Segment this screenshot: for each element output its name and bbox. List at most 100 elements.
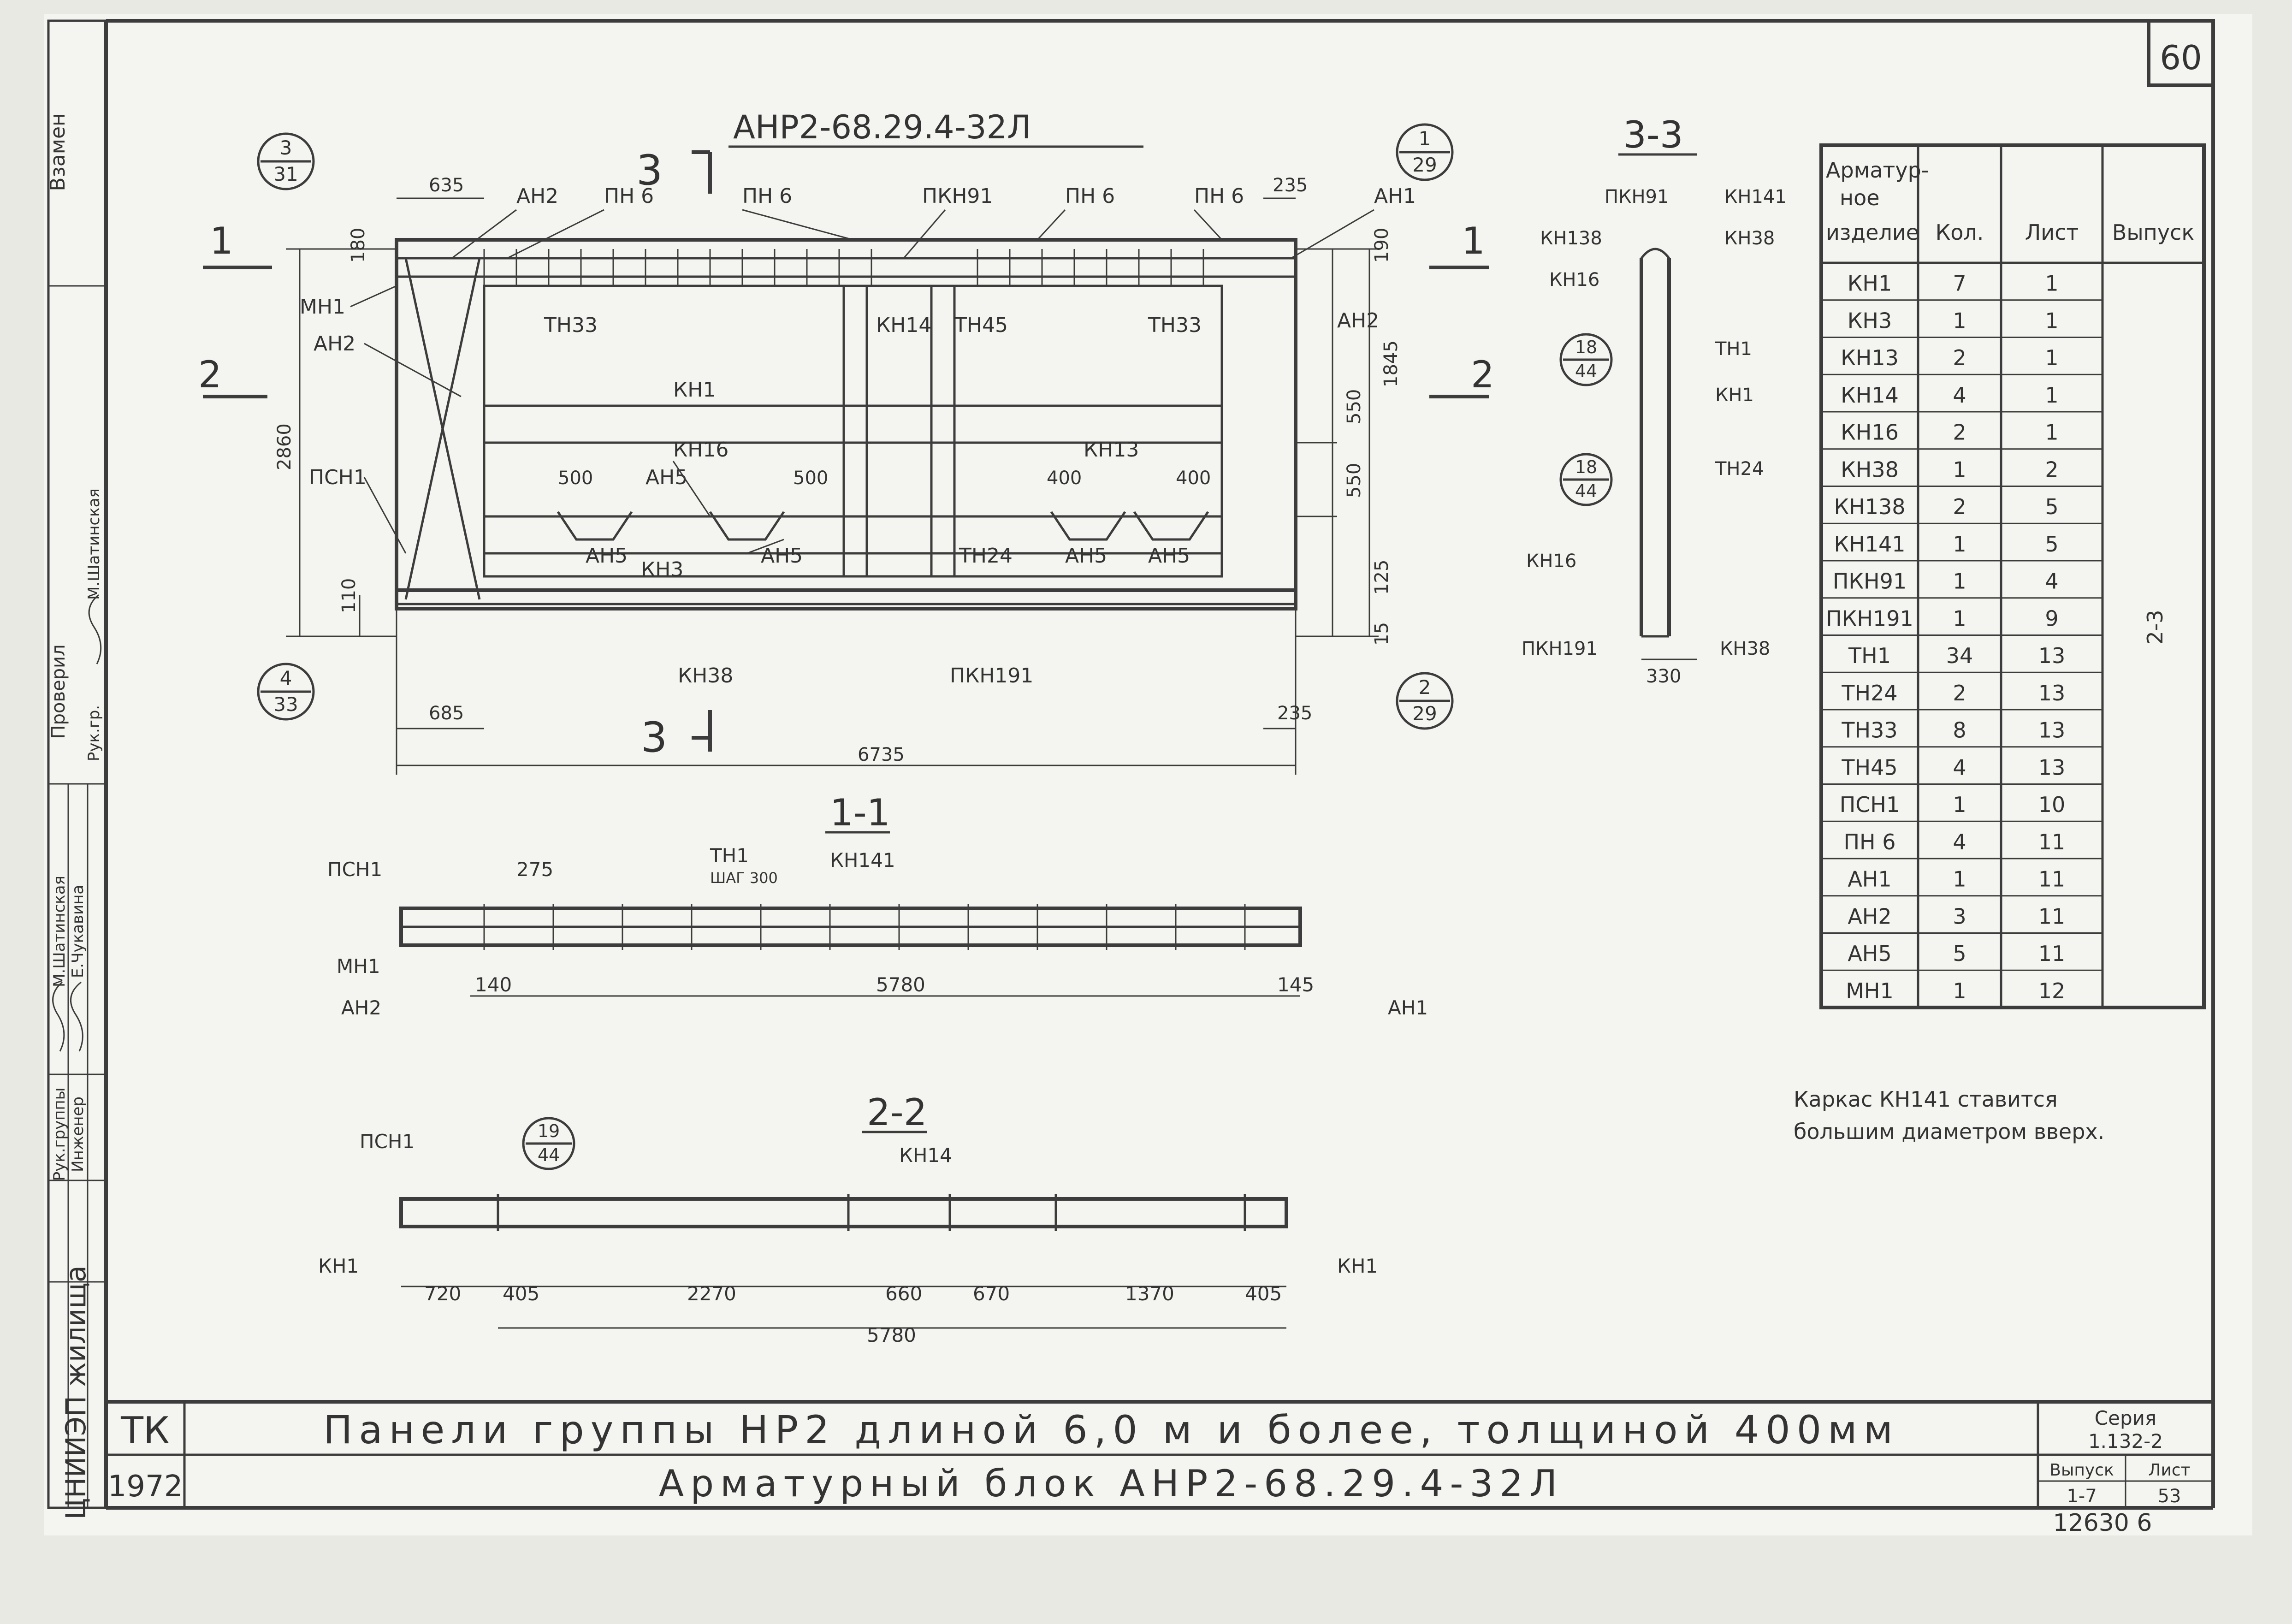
spec-cell-item: КН38 (1841, 457, 1899, 482)
sec11-ah2: АН2 (341, 996, 381, 1019)
sec22-title: 2-2 (867, 1091, 927, 1134)
sec-mark-2-right: 2 (1471, 353, 1494, 396)
spec-cell-item: ПН 6 (1843, 830, 1895, 854)
spec-cell-item: КН3 (1848, 308, 1892, 333)
dim-15: 15 (1371, 622, 1392, 646)
signature-3 (88, 594, 102, 664)
dim-125: 125 (1371, 560, 1392, 595)
sec-mark-2-left: 2 (198, 353, 222, 396)
dim-1845: 1845 (1380, 340, 1402, 387)
dim-190: 190 (1371, 228, 1392, 263)
spec-cell-item: ПКН91 (1833, 569, 1907, 594)
sec22-dim-720: 720 (424, 1282, 461, 1305)
spec-cell-qty: 34 (1946, 643, 1973, 668)
spec-cell-item: ПСН1 (1840, 792, 1900, 817)
spec-head-item-l1: Арматур- (1826, 158, 1929, 183)
lbl-kn38: КН38 (678, 664, 733, 688)
sec33-kn1: КН1 (1715, 385, 1754, 406)
dim-550-a: 550 (1344, 389, 1365, 424)
dim-400-b: 400 (1176, 468, 1211, 489)
sec22-dim-660: 660 (885, 1282, 922, 1305)
spec-cell-qty: 4 (1953, 383, 1966, 408)
title-line-2: Арматурный блок АНР2-68.29.4-32Л (659, 1462, 1564, 1505)
lbl-kn1: КН1 (673, 378, 716, 402)
spec-cell-item: МН1 (1846, 978, 1894, 1003)
stamp-name-2: Е.Чукавина (69, 885, 87, 978)
svg-text:29: 29 (1412, 702, 1437, 725)
lbl-ah5-b: АН5 (586, 544, 628, 568)
spec-cell-item: АН1 (1848, 867, 1891, 892)
spec-cell-qty: 2 (1953, 494, 1966, 519)
spec-cell-sheet: 2 (2045, 457, 2058, 482)
spec-cell-qty: 1 (1953, 792, 1966, 817)
spec-cell-sheet: 1 (2045, 271, 2058, 296)
spec-cell-qty: 1 (1953, 867, 1966, 892)
spec-table: Арматур- ное изделие Кол. Лист Выпуск КН… (1819, 143, 2206, 1009)
sec11-ah1: АН1 (1388, 996, 1428, 1019)
spec-cell-sheet: 10 (2038, 792, 2066, 817)
lbl-pn6-b: ПН 6 (742, 184, 792, 208)
dim-500-b: 500 (793, 468, 828, 489)
sec11-title: 1-1 (830, 791, 890, 834)
spec-cell-sheet: 13 (2038, 755, 2066, 780)
sec11-dim-145: 145 (1277, 973, 1314, 996)
dim-635: 635 (429, 175, 464, 196)
lbl-tn33-right: ТН33 (1148, 314, 1202, 337)
sec22-dim-2270: 2270 (687, 1282, 736, 1305)
title-sheet-label: Лист (2148, 1461, 2190, 1480)
sec33-pkn91: ПКН91 (1605, 186, 1669, 207)
svg-text:19: 19 (538, 1121, 560, 1141)
spec-cell-qty: 1 (1953, 308, 1966, 333)
spec-cell-sheet: 9 (2045, 606, 2058, 631)
spec-cell-qty: 7 (1953, 271, 1966, 296)
svg-text:4: 4 (280, 667, 292, 689)
title-series-value: 1.132-2 (2088, 1430, 2163, 1452)
spec-cell-item: ТН33 (1841, 718, 1897, 743)
sec33-kn38-b: КН38 (1720, 638, 1770, 659)
note-line-1: Каркас КН141 ставится (1794, 1087, 2058, 1112)
lbl-ah5-d: АН5 (1065, 544, 1107, 568)
stamp-role-2: Инженер (69, 1096, 87, 1172)
spec-cell-item: КН1 (1848, 271, 1892, 296)
stamp-org: ЦНИИЭП жилища (60, 1265, 92, 1519)
section-1-1: 1-1 ПСН1 ТН1 ШАГ 300 КН141 МН1 АН2 АН1 2… (327, 791, 1428, 1019)
spec-cell-qty: 1 (1953, 532, 1966, 557)
svg-text:18: 18 (1575, 337, 1597, 357)
spec-cell-qty: 4 (1953, 755, 1966, 780)
callout-4-33: 4 33 (257, 663, 315, 721)
sec33-tn24: ТН24 (1715, 458, 1764, 480)
svg-text:1: 1 (1419, 127, 1431, 150)
svg-text:44: 44 (1575, 481, 1597, 501)
title-issue-value: 1-7 (2067, 1486, 2097, 1507)
svg-text:18: 18 (1575, 457, 1597, 477)
spec-cell-sheet: 13 (2038, 718, 2066, 743)
signature-1 (52, 981, 65, 1052)
spec-head-sheet: Лист (2025, 220, 2079, 245)
spec-cell-item: КН138 (1834, 494, 1905, 519)
spec-cell-qty: 1 (1953, 978, 1966, 1003)
sec22-dim-405-a: 405 (503, 1282, 539, 1305)
sec22-dim-405-b: 405 (1245, 1282, 1282, 1305)
spec-cell-qty: 2 (1953, 681, 1966, 705)
sec-mark-3-bottom: 3 (641, 713, 667, 762)
lbl-pkn191: ПКН191 (950, 664, 1033, 688)
svg-text:33: 33 (273, 693, 298, 716)
sec22-kn14: КН14 (899, 1144, 952, 1167)
spec-head-issue: Выпуск (2112, 220, 2194, 245)
lbl-tn45: ТН45 (954, 314, 1008, 337)
lbl-ah1: АН1 (1374, 184, 1416, 208)
svg-text:29: 29 (1412, 154, 1437, 176)
paper (44, 14, 2252, 1535)
corner-sheet-number: 60 (2160, 38, 2202, 77)
spec-cell-sheet: 4 (2045, 569, 2058, 594)
spec-head-item-l2: ное (1840, 185, 1880, 210)
stirrup-ticks (483, 249, 1204, 286)
lbl-tn33-left: ТН33 (544, 314, 598, 337)
spec-cell-item: ТН45 (1841, 755, 1897, 780)
lbl-tn24: ТН24 (959, 544, 1013, 568)
dim-180: 180 (348, 228, 369, 263)
spec-cell-sheet: 1 (2045, 420, 2058, 445)
sec11-kn141: КН141 (830, 849, 895, 871)
spec-cell-item: КН16 (1841, 420, 1899, 445)
left-stamp (47, 19, 107, 1509)
